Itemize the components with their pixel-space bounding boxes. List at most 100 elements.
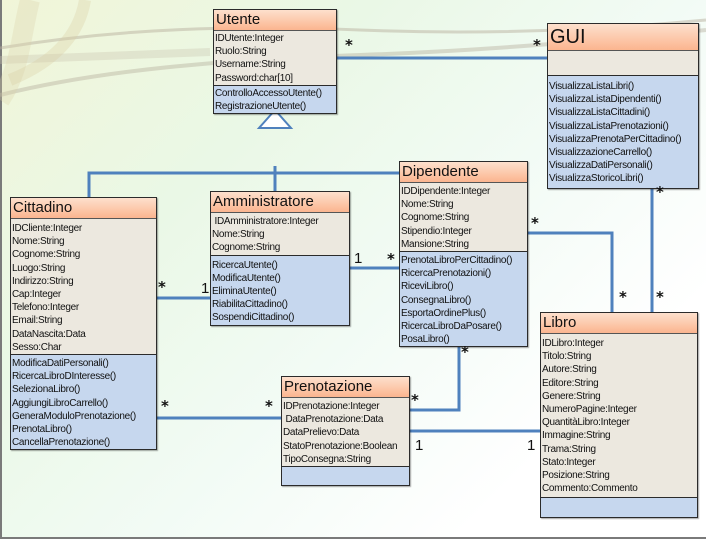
class-prenotazione-attributes: IDPrenotazione:Integer DataPrenotazione:…	[282, 398, 409, 467]
multiplicity-utente-gui-right: *	[533, 36, 541, 54]
attribute: Mansione:String	[401, 238, 469, 250]
class-dipendente-title: Dipendente	[400, 162, 527, 183]
attribute: Luogo:String	[12, 262, 66, 274]
attribute: Trama:String	[542, 443, 596, 455]
class-utente[interactable]: Utente IDUtente:Integer Ruolo:String Use…	[213, 9, 337, 115]
attribute: DataNascita:Data	[12, 328, 86, 340]
multiplicity-cittadino-admin-left: *	[158, 278, 166, 296]
attribute: DataPrelievo:Data	[283, 427, 360, 439]
class-libro[interactable]: Libro IDLibro:Integer Titolo:String Auto…	[540, 312, 698, 519]
class-utente-operations: ControlloAccessoUtente() RegistrazioneUt…	[214, 84, 336, 114]
operation: VisualizzaPrenotaPerCittadino()	[549, 133, 682, 145]
attribute: Immagine:String	[542, 430, 611, 442]
operation: RicercaPrenotazioni()	[401, 268, 491, 280]
class-gui[interactable]: GUI VisualizzaListaLibri() VisualizzaLis…	[547, 23, 699, 189]
assoc-dipendente-libro	[527, 231, 614, 312]
multiplicity-dipendente-prenotazione-left: *	[411, 391, 419, 409]
class-amministratore[interactable]: Amministratore IDAmministratore:Integer …	[210, 191, 350, 326]
class-cittadino-attributes: IDCliente:Integer Nome:String Cognome:St…	[11, 219, 156, 355]
multiplicity-prenotazione-libro-right: 1	[527, 437, 536, 454]
attribute: Ruolo:String	[215, 46, 267, 58]
operation: PrenotaLibro()	[12, 424, 72, 436]
multiplicity-cittadino-prenotazione-right: *	[265, 397, 273, 415]
operation: ConsegnaLibro()	[401, 294, 471, 306]
operation: VisualizzaDatiPersonali()	[549, 160, 653, 172]
attribute: StatoPrenotazione:Boolean	[283, 440, 398, 452]
class-libro-operations	[541, 497, 697, 518]
attribute: Sesso:Char	[12, 341, 62, 353]
attribute: Password:char[10]	[215, 72, 293, 84]
multiplicity-admin-dipendente-left: 1	[354, 250, 363, 267]
multiplicity-prenotazione-libro-left: 1	[415, 437, 424, 454]
attribute: Commento:Commento	[542, 483, 638, 495]
attribute: Telefono:Integer	[12, 302, 79, 314]
operation: PosaLibro()	[401, 334, 450, 346]
class-amministratore-title: Amministratore	[211, 192, 349, 213]
class-utente-attributes: IDUtente:Integer Ruolo:String Username:S…	[214, 31, 336, 85]
operation: VisualizzaStoricoLibri()	[549, 173, 644, 185]
attribute: Genere:String	[542, 390, 601, 402]
attribute: IDCliente:Integer	[12, 223, 82, 234]
operation: SelezionaLibro()	[12, 384, 81, 396]
operation: EsportaOrdinePlus()	[401, 307, 486, 319]
multiplicity-gui-libro-bottom: *	[656, 288, 664, 306]
operation: ControlloAccessoUtente()	[215, 87, 322, 99]
attribute: Cognome:String	[12, 249, 81, 261]
class-prenotazione-title: Prenotazione	[282, 377, 409, 398]
operation: GeneraModuloPrenotazione()	[12, 410, 136, 422]
class-cittadino[interactable]: Cittadino IDCliente:Integer Nome:String …	[10, 197, 157, 451]
operation: VisualizzaListaPrenotazioni()	[549, 120, 669, 132]
class-utente-title: Utente	[214, 10, 336, 31]
attribute: Cognome:String	[401, 212, 470, 224]
operation: VisualizzazioneCarrello()	[549, 147, 652, 159]
class-cittadino-title: Cittadino	[11, 198, 156, 219]
multiplicity-cittadino-admin-right: 1	[201, 280, 210, 297]
operation: ModificaDatiPersonali()	[12, 358, 109, 370]
attribute: Titolo:String	[542, 351, 592, 363]
operation: RiabilitaCittadino()	[212, 299, 288, 311]
class-gui-operations: VisualizzaListaLibri() VisualizzaListaDi…	[548, 75, 698, 188]
class-dipendente[interactable]: Dipendente IDDipendente:Integer Nome:Str…	[399, 161, 528, 348]
class-prenotazione-operations	[282, 466, 409, 486]
operation: VisualizzaListaLibri()	[549, 81, 634, 92]
multiplicity-dipendente-libro-bottom: *	[619, 288, 627, 306]
class-amministratore-operations: RicercaUtente() ModificaUtente() Elimina…	[211, 254, 349, 325]
attribute: Nome:String	[212, 229, 265, 241]
attribute: Email:String	[12, 315, 63, 327]
attribute: Username:String	[215, 59, 286, 71]
attribute: IDAmministratore:Integer	[212, 216, 319, 227]
attribute: Posizione:String	[542, 470, 610, 482]
operation: VisualizzaListaCittadini()	[549, 107, 650, 119]
class-gui-title: GUI	[548, 24, 698, 51]
operation: RiceviLibro()	[401, 281, 454, 293]
class-gui-attributes	[548, 51, 698, 75]
generalization-arrow	[256, 108, 294, 129]
class-amministratore-attributes: IDAmministratore:Integer Nome:String Cog…	[211, 213, 349, 255]
attribute: DataPrenotazione:Data	[283, 414, 384, 426]
multiplicity-admin-dipendente-right: *	[387, 250, 395, 268]
attribute: IDDipendente:Integer	[401, 186, 491, 197]
attribute: Stipendio:Integer	[401, 225, 472, 237]
operation: EliminaUtente()	[212, 286, 277, 298]
multiplicity-cittadino-prenotazione-left: *	[161, 397, 169, 415]
attribute: IDPrenotazione:Integer	[283, 401, 380, 412]
operation: RicercaLibroDInteresse()	[12, 371, 116, 383]
attribute: Editore:String	[542, 377, 599, 389]
class-prenotazione[interactable]: Prenotazione IDPrenotazione:Integer Data…	[281, 376, 410, 487]
operation: SospendiCittadino()	[212, 312, 295, 324]
attribute: Nome:String	[401, 199, 454, 211]
assoc-dipendente-prenotazione	[409, 343, 461, 412]
operation: AggiungiLibroCarrello()	[12, 397, 108, 409]
multiplicity-utente-gui-left: *	[345, 36, 353, 54]
class-cittadino-operations: ModificaDatiPersonali() RicercaLibroDInt…	[11, 354, 156, 450]
operation: RicercaUtente()	[212, 259, 278, 271]
multiplicity-dipendente-libro-left: *	[531, 214, 539, 232]
attribute: Indirizzo:String	[12, 275, 74, 287]
attribute: Stato:Integer	[542, 456, 596, 468]
attribute: IDLibro:Integer	[542, 338, 604, 349]
class-dipendente-attributes: IDDipendente:Integer Nome:String Cognome…	[400, 183, 527, 252]
attribute: TipoConsegna:String	[283, 453, 371, 465]
attribute: Cap:Integer	[12, 289, 61, 301]
operation: VisualizzaListaDipendenti()	[549, 94, 662, 106]
operation: CancellaPrenotazione()	[12, 437, 110, 449]
